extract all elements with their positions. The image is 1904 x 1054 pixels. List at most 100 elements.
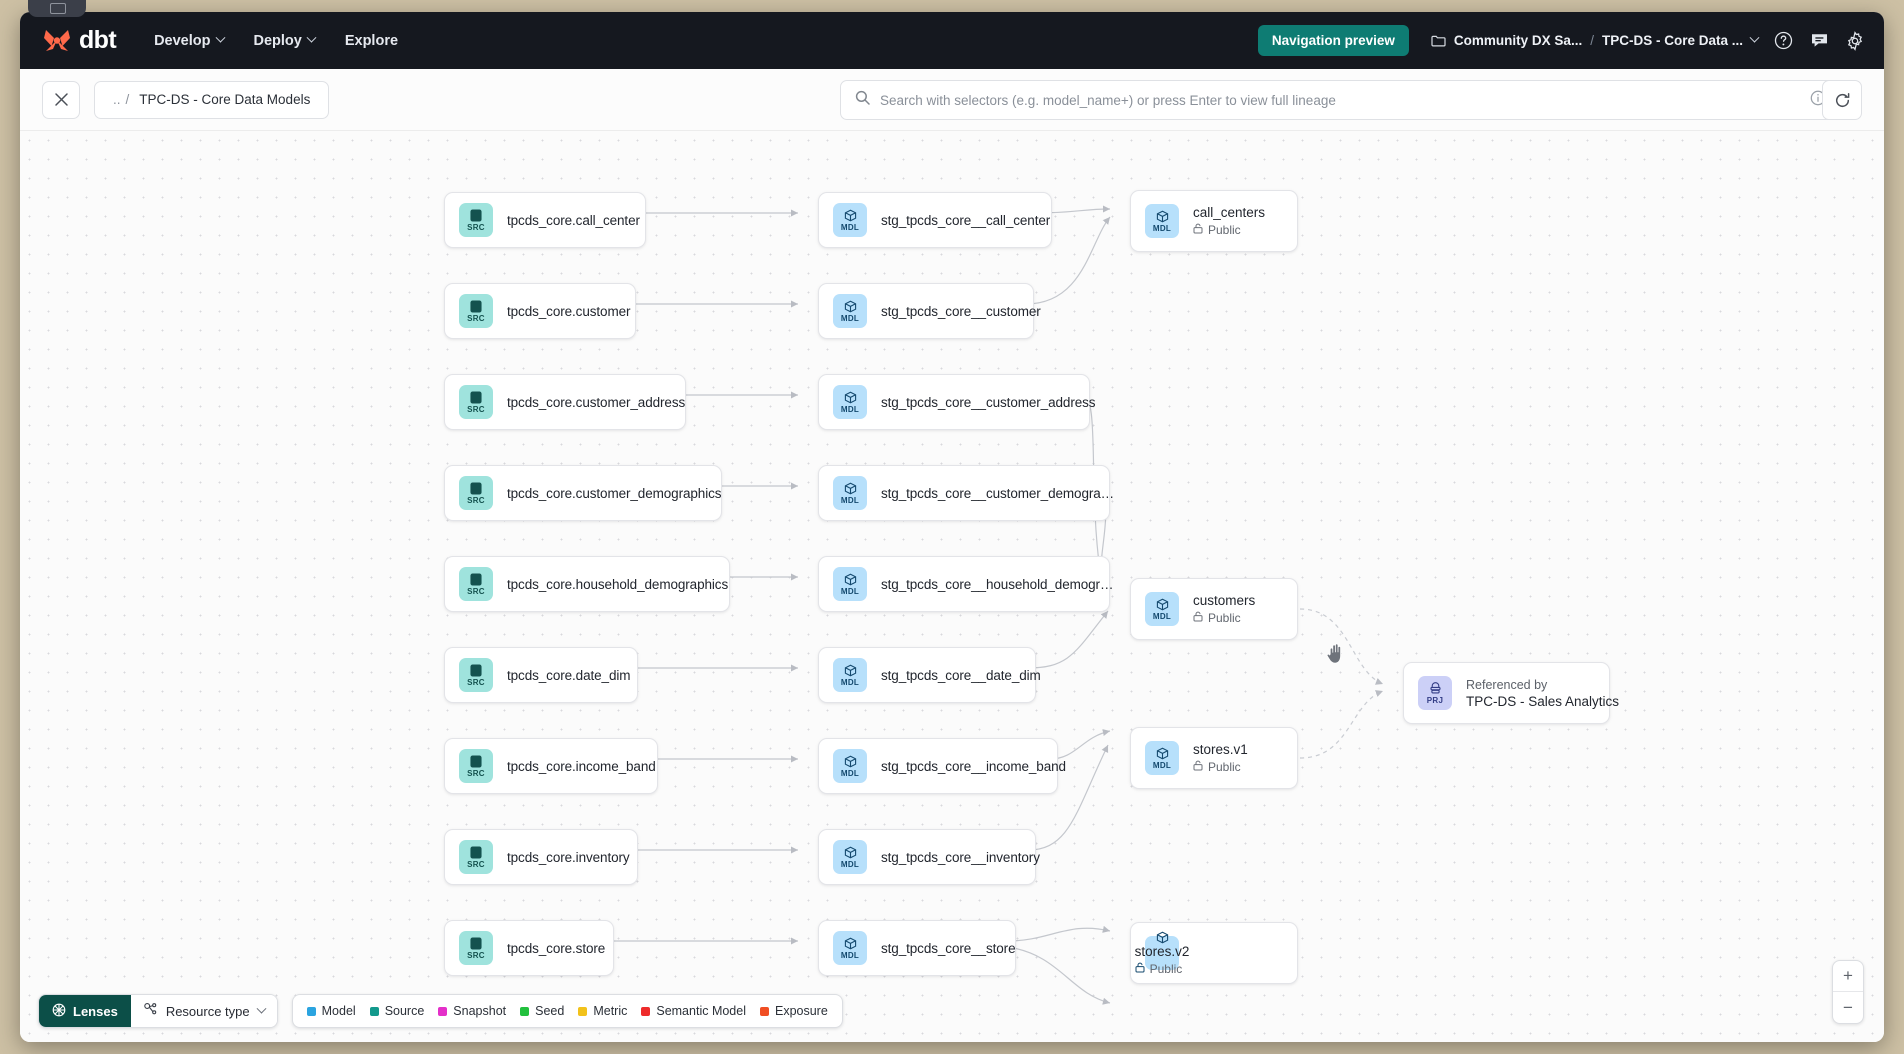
model-badge-label: MDL [1152, 611, 1172, 621]
lineage-node-project-reference[interactable]: PRJ Referenced by TPC-DS - Sales Analyti… [1403, 662, 1619, 724]
lineage-node-model[interactable]: MDL stg_tpcds_core__call_center [818, 192, 1052, 248]
project-icon [1429, 682, 1442, 696]
model-badge-label: MDL [840, 768, 860, 778]
model-badge: MDL [833, 203, 867, 237]
legend-label: Exposure [774, 1004, 828, 1018]
navigation-preview-button[interactable]: Navigation preview [1257, 25, 1409, 56]
lineage-node-model[interactable]: MDL stg_tpcds_core__customer_demogra… [818, 465, 1114, 521]
legend-item-source: Source [369, 1004, 424, 1018]
zoom-controls: + − [1832, 960, 1864, 1024]
lineage-node-source[interactable]: SRC tpcds_core.income_band [444, 738, 658, 794]
source-badge-label: SRC [467, 495, 485, 505]
project-badge-label: PRJ [1426, 695, 1444, 705]
lineage-node-public-model[interactable]: MDL customers Public [1130, 578, 1298, 640]
lineage-node-model[interactable]: MDL stg_tpcds_core__income_band [818, 738, 1066, 794]
feedback-icon[interactable] [1808, 30, 1830, 52]
source-badge: SRC [459, 294, 493, 328]
resource-type-label: Resource type [165, 1003, 250, 1019]
cube-icon [1156, 747, 1169, 761]
lineage-node-model[interactable]: MDL stg_tpcds_core__store [818, 920, 1016, 976]
lineage-node-public-model[interactable]: MDL call_centers Public [1130, 190, 1298, 252]
legend-swatch [578, 1006, 588, 1016]
canvas-bottom-toolbar: Lenses Resource type [38, 994, 843, 1028]
cube-icon [844, 391, 857, 405]
reference-caption: Referenced by [1466, 677, 1548, 692]
model-badge: MDL [833, 385, 867, 419]
legend-label: Semantic Model [656, 1004, 746, 1018]
legend-swatch [306, 1006, 316, 1016]
node-label: stg_tpcds_core__inventory [881, 849, 1040, 865]
lineage-node-source[interactable]: SRC tpcds_core.store [444, 920, 614, 976]
legend-item-model: Model [306, 1004, 356, 1018]
dbt-logo[interactable]: dbt [42, 26, 117, 55]
lineage-node-source[interactable]: SRC tpcds_core.date_dim [444, 647, 638, 703]
lineage-node-public-model[interactable]: stores.v2 Public [1130, 922, 1298, 984]
lineage-node-source[interactable]: SRC tpcds_core.household_demographics [444, 556, 730, 612]
close-button[interactable] [42, 80, 80, 119]
search-input[interactable] [880, 92, 1800, 108]
lineage-node-source[interactable]: SRC tpcds_core.customer_address [444, 374, 686, 430]
lenses-button[interactable]: Lenses [39, 995, 131, 1027]
cube-icon [844, 846, 857, 860]
node-label: tpcds_core.customer_demographics [507, 485, 722, 501]
breadcrumb-account[interactable]: Community DX Sa... [1453, 33, 1583, 48]
node-label: stg_tpcds_core__date_dim [881, 667, 1041, 683]
refresh-button[interactable] [1822, 80, 1862, 120]
grab-hand-cursor [1326, 643, 1346, 665]
model-badge-label: MDL [840, 859, 860, 869]
lineage-node-source[interactable]: SRC tpcds_core.customer [444, 283, 636, 339]
database-icon [470, 573, 482, 587]
model-badge: MDL [833, 658, 867, 692]
breadcrumb-project[interactable]: TPC-DS - Core Data ... [1601, 33, 1743, 48]
chevron-down-icon[interactable] [1749, 32, 1760, 43]
lineage-node-public-model[interactable]: MDL stores.v1 Public [1130, 727, 1298, 789]
lineage-node-model[interactable]: MDL stg_tpcds_core__household_demogr… [818, 556, 1113, 612]
nav-item-deploy[interactable]: Deploy [254, 33, 317, 49]
legend-swatch [641, 1006, 651, 1016]
source-badge-label: SRC [467, 768, 485, 778]
resource-type-dropdown[interactable]: Resource type [130, 995, 277, 1027]
nav-item-explore[interactable]: Explore [345, 33, 398, 49]
lineage-node-model[interactable]: MDL stg_tpcds_core__inventory [818, 829, 1040, 885]
lineage-node-model[interactable]: MDL stg_tpcds_core__customer_address [818, 374, 1096, 430]
node-label: call_centers [1193, 205, 1266, 220]
legend-item-metric: Metric [578, 1004, 627, 1018]
zoom-out-button[interactable]: − [1843, 997, 1853, 1017]
database-icon [470, 664, 482, 678]
node-label: tpcds_core.customer [507, 303, 631, 319]
lineage-breadcrumb-pill[interactable]: .. / TPC-DS - Core Data Models [94, 80, 330, 119]
model-badge-label: MDL [840, 313, 860, 323]
legend-item-seed: Seed [520, 1004, 564, 1018]
model-badge: MDL [833, 294, 867, 328]
node-label: stores.v2 [1134, 943, 1190, 959]
node-label: tpcds_core.date_dim [507, 667, 631, 683]
cube-icon [844, 664, 857, 678]
model-badge: MDL [833, 840, 867, 874]
node-text-group: call_centers Public [1193, 205, 1265, 237]
lineage-node-source[interactable]: SRC tpcds_core.customer_demographics [444, 465, 722, 521]
database-icon [470, 755, 482, 769]
help-circle-icon[interactable] [1772, 30, 1794, 52]
source-badge-label: SRC [467, 222, 485, 232]
resource-type-icon [143, 1002, 158, 1020]
lineage-node-source[interactable]: SRC tpcds_core.inventory [444, 829, 638, 885]
cube-icon [844, 300, 857, 314]
zoom-in-button[interactable]: + [1833, 961, 1863, 992]
database-icon [470, 209, 482, 223]
node-label: tpcds_core.household_demographics [507, 576, 729, 592]
gear-icon[interactable] [1844, 30, 1866, 52]
lineage-node-model[interactable]: MDL stg_tpcds_core__customer [818, 283, 1041, 339]
lineage-canvas[interactable]: SRC tpcds_core.call_center SRC tpcds_cor… [20, 131, 1884, 1042]
source-badge-label: SRC [467, 586, 485, 596]
nav-item-develop[interactable]: Develop [154, 33, 225, 49]
chevron-down-icon [256, 1003, 267, 1014]
source-badge-label: SRC [467, 859, 485, 869]
model-badge: MDL [1145, 204, 1179, 238]
lineage-node-model[interactable]: MDL stg_tpcds_core__date_dim [818, 647, 1041, 703]
model-badge-label: MDL [840, 950, 860, 960]
search-bar[interactable] [840, 80, 1841, 120]
cube-icon [844, 482, 857, 496]
lineage-node-source[interactable]: SRC tpcds_core.call_center [444, 192, 646, 248]
cube-icon [844, 937, 857, 951]
